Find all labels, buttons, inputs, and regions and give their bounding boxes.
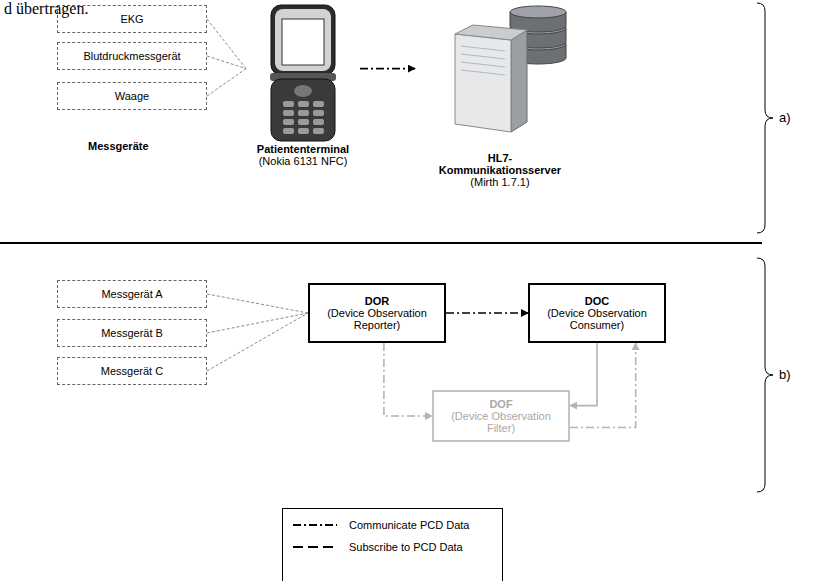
process-box: Messgerät C <box>57 357 207 385</box>
process-box: DOR(Device Observation Reporter) <box>308 283 446 343</box>
phone-navkey <box>294 85 312 97</box>
connector <box>360 68 415 70</box>
phone-key <box>283 101 294 107</box>
process-box: DOC(Device Observation Consumer) <box>528 283 666 343</box>
phone-lid <box>271 5 335 75</box>
phone-key <box>283 128 294 134</box>
device-figure: HL7- Kommunikationsserver(Mirth 1.7.1) <box>415 0 585 188</box>
node-title: Messgerät B <box>101 327 163 339</box>
phone-key <box>283 110 294 116</box>
server-illustration <box>415 0 585 152</box>
node-title: DOF <box>489 398 512 410</box>
connector <box>207 69 246 96</box>
phone-key <box>313 101 324 107</box>
connector <box>570 343 636 427</box>
server-front <box>455 34 511 132</box>
server-slot <box>461 54 505 59</box>
phone-illustration <box>246 3 360 143</box>
node-subtitle: (Nokia 6131 NFC) <box>246 155 360 167</box>
phone-key <box>313 110 324 116</box>
legend-text: Subscribe to PCD Data <box>349 541 463 553</box>
node-subtitle: (Mirth 1.7.1) <box>430 176 570 188</box>
connector <box>207 313 308 333</box>
node-title: Messgerät A <box>101 288 162 300</box>
section-divider <box>0 242 762 244</box>
legend-sample <box>291 541 339 553</box>
group-label: Messgeräte <box>88 140 149 152</box>
node-subtitle: (Device Observation Filter) <box>442 410 560 434</box>
connector <box>207 313 308 371</box>
device-figure: Patiententerminal(Nokia 6131 NFC) <box>246 3 360 167</box>
section-letter: b) <box>779 367 791 382</box>
node-title: Blutdruckmessgerät <box>83 50 180 62</box>
server-top <box>455 25 527 40</box>
phone-screen <box>282 19 324 65</box>
process-box: Waage <box>57 82 207 110</box>
node-title: Messgerät C <box>101 365 163 377</box>
legend-sample <box>291 519 339 531</box>
legend-text: Communicate PCD Data <box>349 519 469 531</box>
section-letter: a) <box>779 110 791 125</box>
phone-bezel <box>275 9 331 71</box>
connector <box>570 343 597 406</box>
node-title: Patiententerminal <box>246 143 360 155</box>
node-title: DOC <box>585 295 609 307</box>
body-text: d übertragen. <box>4 0 88 18</box>
node-subtitle: (Device Observation Consumer) <box>538 307 656 331</box>
connector <box>207 19 246 69</box>
node-subtitle: (Device Observation Reporter) <box>318 307 436 331</box>
section-bracket <box>757 258 773 492</box>
connector <box>207 294 308 313</box>
node-title: Waage <box>115 90 149 102</box>
phone-key <box>298 110 309 116</box>
legend-line <box>293 524 337 526</box>
process-box: Blutdruckmessgerät <box>57 42 207 70</box>
phone-key <box>298 128 309 134</box>
node-title: DOR <box>365 295 389 307</box>
process-box: Messgerät B <box>57 319 207 347</box>
node-title: EKG <box>120 13 143 25</box>
node-title: HL7- Kommunikationsserver <box>430 152 570 176</box>
legend-row: Communicate PCD Data <box>291 514 494 536</box>
process-box: DOF(Device Observation Filter) <box>432 390 570 442</box>
phone-key <box>313 128 324 134</box>
database-disk <box>510 6 566 18</box>
phone-key <box>283 119 294 125</box>
connector <box>384 343 432 416</box>
server-slot <box>461 62 505 67</box>
phone-key <box>313 119 324 125</box>
connector <box>207 56 246 69</box>
legend-row: Subscribe to PCD Data <box>291 536 494 558</box>
phone-body <box>271 79 335 141</box>
phone-key <box>298 101 309 107</box>
legend-box: Communicate PCD DataSubscribe to PCD Dat… <box>282 508 503 581</box>
legend-line <box>293 546 337 548</box>
server-slot <box>461 46 505 51</box>
server-side <box>511 30 527 132</box>
process-box: Messgerät A <box>57 280 207 308</box>
connector <box>446 312 528 314</box>
server-slot <box>461 70 505 75</box>
phone-key <box>298 119 309 125</box>
section-bracket <box>757 3 773 233</box>
